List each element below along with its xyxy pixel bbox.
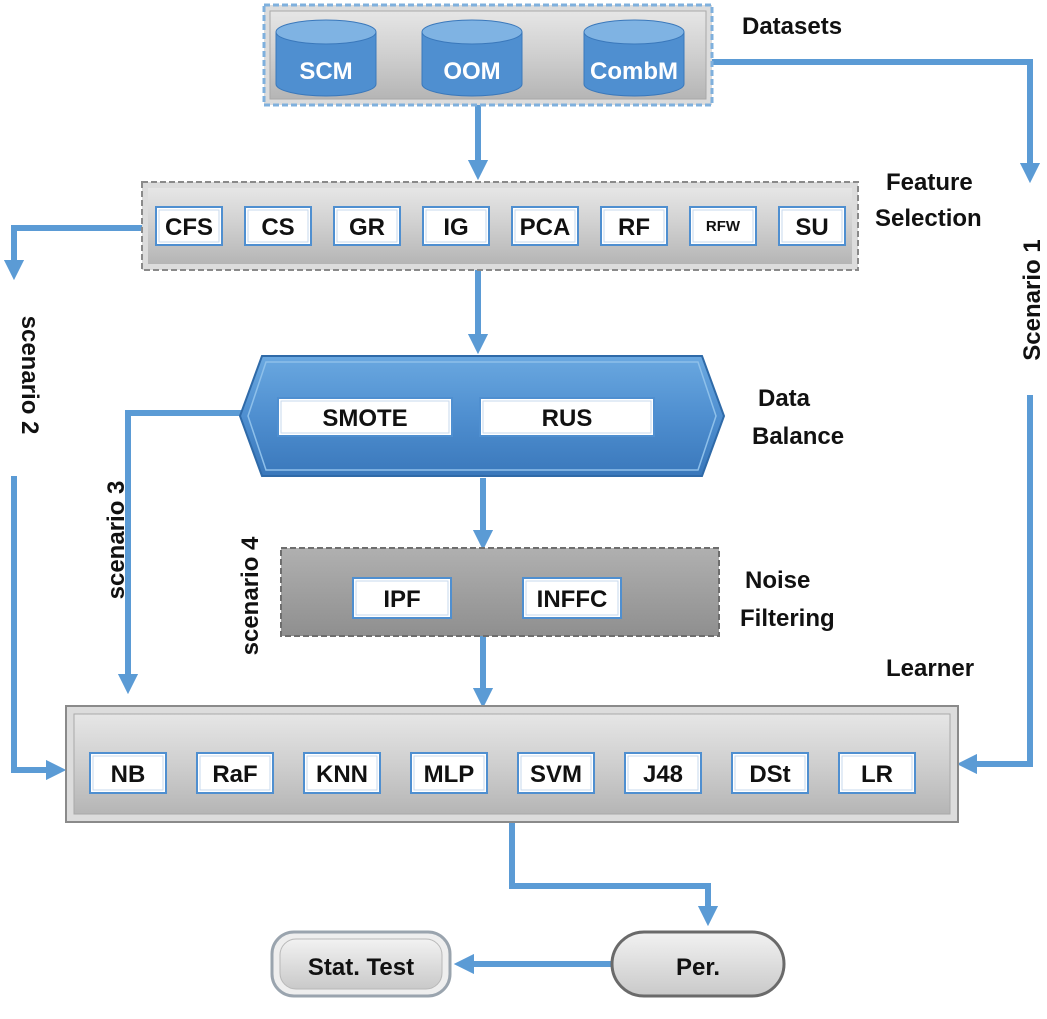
fs-chip-label: PCA <box>520 214 571 241</box>
noise-filtering-label-2: Filtering <box>740 605 835 632</box>
learner-chip-svm: SVM <box>517 752 595 794</box>
fs-chip-label: SU <box>795 214 828 241</box>
fs-chip-label: RF <box>618 214 650 241</box>
dataset-label: CombM <box>590 58 678 85</box>
learner-chip-raf: RaF <box>196 752 274 794</box>
learner-chip-label: RaF <box>212 761 257 788</box>
balance-chip-rus: RUS <box>479 397 655 437</box>
scenario-3-label: scenario 3 <box>103 481 130 600</box>
learner-chip-label: KNN <box>316 761 368 788</box>
data-balance-label-2: Balance <box>752 423 844 450</box>
arrow-scenario2-top <box>3 225 148 281</box>
noise-filtering-chips: IPF INFFC <box>352 577 622 619</box>
noise-filtering-panel <box>280 547 720 637</box>
noise-chip-label: IPF <box>383 586 420 613</box>
performance-label: Per. <box>676 954 720 981</box>
noise-chip-inffc: INFFC <box>522 577 622 619</box>
arrow-scenario3 <box>117 410 252 695</box>
fs-chip-cs: CS <box>244 206 312 246</box>
balance-chip-label: RUS <box>542 405 593 432</box>
learner-chip-label: NB <box>111 761 146 788</box>
fs-chip-rf: RF <box>600 206 668 246</box>
learner-chip-nb: NB <box>89 752 167 794</box>
noise-chip-ipf: IPF <box>352 577 452 619</box>
arrow-scenario1-top <box>712 59 1041 184</box>
dataset-scm-cylinder: SCM <box>275 19 377 97</box>
arrow-scenario2-bottom <box>11 476 67 781</box>
arrow-scenario1-bottom <box>956 395 1033 775</box>
balance-chip-label: SMOTE <box>322 405 407 432</box>
learner-chip-j48: J48 <box>624 752 702 794</box>
connectors <box>3 59 1041 975</box>
fs-chip-ig: IG <box>422 206 490 246</box>
learner-chip-mlp: MLP <box>410 752 488 794</box>
fs-chip-label: RFW <box>706 218 741 235</box>
scenario-1-label: Scenario 1 <box>1019 239 1046 360</box>
arrow-learner-to-per <box>509 822 719 927</box>
fs-chip-gr: GR <box>333 206 401 246</box>
learner-chip-label: MLP <box>424 761 475 788</box>
fs-chip-label: CFS <box>165 214 213 241</box>
stat-test-label: Stat. Test <box>308 954 414 981</box>
stat-test-node: Stat. Test <box>270 930 452 998</box>
learner-chip-label: SVM <box>530 761 582 788</box>
data-balance-label-1: Data <box>758 385 811 412</box>
noise-chip-label: INFFC <box>537 586 608 613</box>
scenario-2-label: scenario 2 <box>16 316 43 435</box>
balance-chip-smote: SMOTE <box>277 397 453 437</box>
fs-chip-label: GR <box>349 214 385 241</box>
dataset-combm-cylinder: CombM <box>583 19 685 97</box>
learner-chips: NB RaF KNN MLP SVM J48 DSt LR <box>89 752 916 794</box>
dataset-oom-cylinder: OOM <box>421 19 523 97</box>
fs-chip-label: IG <box>443 214 468 241</box>
learner-chip-lr: LR <box>838 752 916 794</box>
feature-selection-label-2: Selection <box>875 205 982 232</box>
learner-chip-label: DSt <box>749 761 790 788</box>
learner-chip-dst: DSt <box>731 752 809 794</box>
feature-selection-label-1: Feature <box>886 169 973 196</box>
fs-chip-label: CS <box>261 214 294 241</box>
dataset-label: OOM <box>443 58 500 85</box>
fs-chip-pca: PCA <box>511 206 579 246</box>
feature-selection-chips: CFS CS GR IG PCA RF RFW SU <box>155 206 846 246</box>
dataset-label: SCM <box>299 58 352 85</box>
learner-label: Learner <box>886 655 974 682</box>
fs-chip-su: SU <box>778 206 846 246</box>
fs-chip-rfw: RFW <box>689 206 757 246</box>
datasets-label: Datasets <box>742 13 842 40</box>
learner-chip-label: LR <box>861 761 893 788</box>
data-balance-chips: SMOTE RUS <box>277 397 655 437</box>
datasets-cylinders: SCM OOM CombM <box>275 19 685 97</box>
noise-filtering-label-1: Noise <box>745 567 810 594</box>
performance-node: Per. <box>610 930 786 998</box>
learner-chip-knn: KNN <box>303 752 381 794</box>
scenario-4-label: scenario 4 <box>237 536 264 655</box>
learner-chip-label: J48 <box>643 761 683 788</box>
fs-chip-cfs: CFS <box>155 206 223 246</box>
